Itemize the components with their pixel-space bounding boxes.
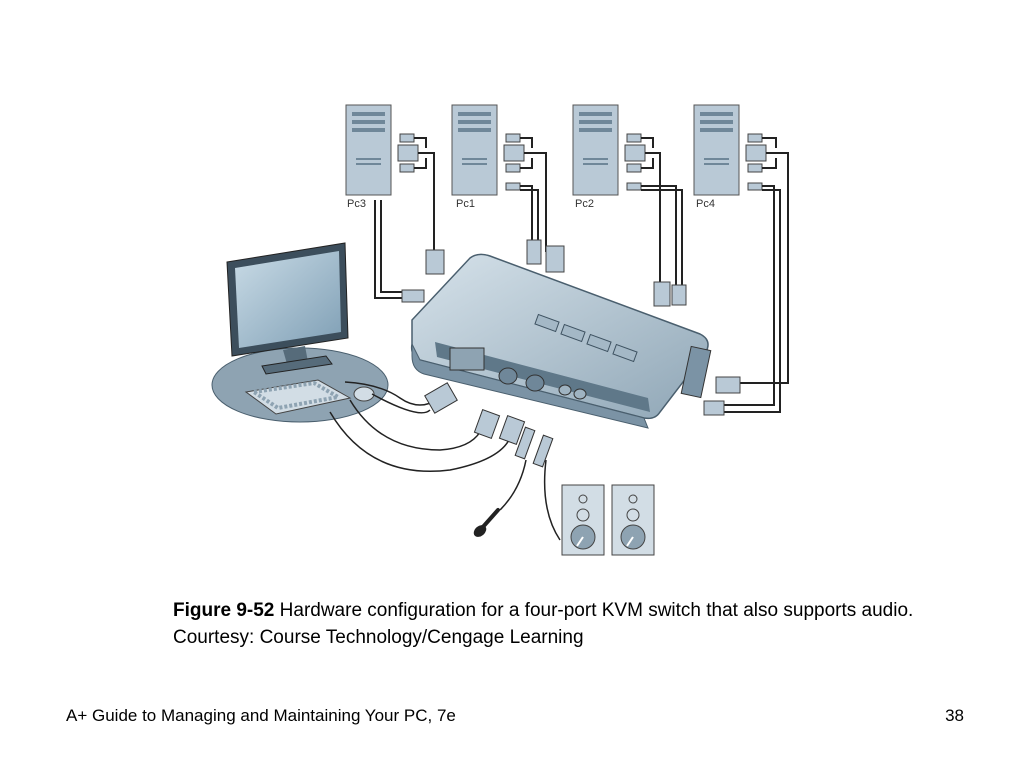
figure-caption: Figure 9-52 Hardware configuration for a… — [173, 597, 933, 651]
keyboard-icon — [244, 379, 352, 415]
pc3-tower: Pc3 — [345, 104, 392, 210]
pc4-tower: Pc4 — [693, 104, 740, 210]
speaker-icon — [611, 484, 655, 556]
kvm-switch-icon — [410, 253, 712, 429]
speaker-icon — [561, 484, 605, 556]
figure-label: Figure 9-52 — [173, 600, 275, 621]
figure-caption-text: Hardware configuration for a four-port K… — [173, 600, 914, 648]
microphone-icon — [473, 508, 500, 537]
peripheral-cables — [329, 381, 561, 541]
monitor-icon — [226, 242, 349, 375]
pc3-label: Pc3 — [347, 198, 366, 210]
kvm-diagram: Pc3 Pc1 Pc2 Pc — [211, 104, 789, 556]
pc4-label: Pc4 — [696, 198, 715, 210]
pc-connectors — [397, 133, 767, 191]
pc1-tower: Pc1 — [451, 104, 498, 210]
footer-title: A+ Guide to Managing and Maintaining You… — [66, 706, 456, 725]
mouse-icon — [353, 386, 375, 402]
page-number: 38 — [945, 706, 964, 725]
tower-pc-icon — [693, 104, 740, 196]
cable-plugs — [401, 239, 741, 416]
tower-pc-icon — [345, 104, 392, 196]
pc2-label: Pc2 — [575, 198, 594, 210]
pc1-label: Pc1 — [456, 198, 475, 210]
pc2-tower: Pc2 — [572, 104, 619, 210]
tower-pc-icon — [451, 104, 498, 196]
pc-cables — [374, 137, 789, 413]
kvm-port-buttons — [534, 313, 638, 363]
front-plugs — [424, 382, 554, 468]
tower-pc-icon — [572, 104, 619, 196]
